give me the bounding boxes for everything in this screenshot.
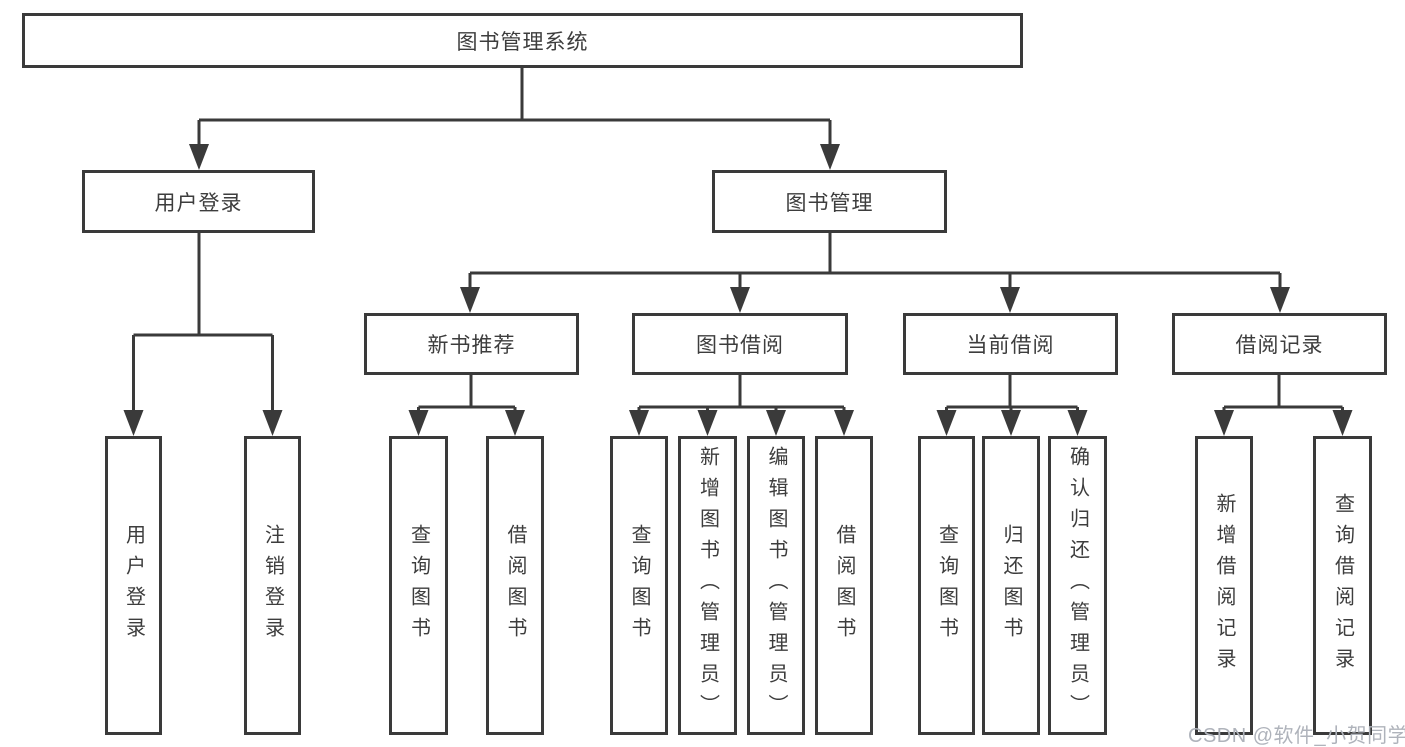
leaf-recommend-borrow-books: 借阅图书	[486, 436, 544, 735]
node-book-management-label: 图书管理	[785, 191, 874, 215]
leaf-add-book-admin-label: 新增图书（管理员）	[696, 446, 719, 725]
node-new-book-recommend-label: 新书推荐	[427, 334, 516, 357]
arrow-down-icon	[408, 410, 429, 436]
leaf-return-books-label: 归还图书	[1000, 523, 1022, 648]
arrow-down-icon	[697, 410, 718, 436]
arrow-down-icon	[834, 410, 854, 436]
leaf-add-borrow-record: 新增借阅记录	[1195, 436, 1253, 735]
leaf-edit-book-admin: 编辑图书（管理员）	[747, 436, 805, 735]
node-user-login-label: 用户登录	[154, 191, 243, 215]
leaf-recommend-borrow-books-label: 借阅图书	[504, 523, 526, 648]
leaf-user-login-label: 用户登录	[122, 523, 145, 648]
leaf-recommend-query-books: 查询图书	[389, 436, 448, 735]
arrow-down-icon	[1214, 410, 1234, 436]
arrow-down-icon	[820, 144, 840, 170]
leaf-borrowing-borrow-books-label: 借阅图书	[833, 523, 855, 648]
node-current-borrowing: 当前借阅	[903, 313, 1118, 375]
node-borrowing-records-label: 借阅记录	[1235, 334, 1324, 357]
arrow-down-icon	[730, 287, 750, 313]
csdn-watermark: CSDN @软件_小贺同学	[1188, 725, 1405, 747]
arrow-down-icon	[262, 410, 283, 436]
leaf-add-book-admin: 新增图书（管理员）	[678, 436, 737, 735]
arrow-down-icon	[1000, 287, 1020, 313]
arrow-down-icon	[189, 144, 209, 170]
leaf-confirm-return-admin-label: 确认归还（管理员）	[1066, 446, 1089, 725]
node-user-login: 用户登录	[82, 170, 315, 233]
node-book-borrowing: 图书借阅	[632, 313, 848, 375]
node-book-borrowing-label: 图书借阅	[696, 334, 784, 357]
leaf-borrowing-query-books-label: 查询图书	[628, 523, 650, 648]
node-current-borrowing-label: 当前借阅	[966, 334, 1055, 357]
leaf-logout: 注销登录	[244, 436, 301, 735]
arrow-down-icon	[629, 410, 649, 436]
leaf-query-borrow-record-label: 查询借阅记录	[1331, 492, 1354, 679]
node-new-book-recommend: 新书推荐	[364, 313, 579, 375]
leaf-add-borrow-record-label: 新增借阅记录	[1213, 492, 1235, 679]
arrow-down-icon	[1067, 410, 1088, 436]
arrow-down-icon	[766, 410, 786, 436]
arrow-down-icon	[1270, 287, 1290, 313]
leaf-borrowing-query-books: 查询图书	[610, 436, 668, 735]
leaf-return-books: 归还图书	[982, 436, 1040, 735]
leaf-user-login: 用户登录	[105, 436, 162, 735]
leaf-current-query-books-label: 查询图书	[935, 523, 958, 648]
arrow-down-icon	[123, 410, 144, 436]
leaf-query-borrow-record: 查询借阅记录	[1313, 436, 1372, 735]
node-root-label: 图书管理系统	[456, 30, 589, 54]
node-book-management: 图书管理	[712, 170, 947, 233]
leaf-borrowing-borrow-books: 借阅图书	[815, 436, 873, 735]
node-borrowing-records: 借阅记录	[1172, 313, 1387, 375]
arrow-down-icon	[1001, 410, 1021, 436]
arrow-down-icon	[1332, 410, 1353, 436]
arrow-down-icon	[505, 410, 525, 436]
leaf-logout-label: 注销登录	[261, 523, 284, 648]
leaf-current-query-books: 查询图书	[918, 436, 975, 735]
arrow-down-icon	[460, 287, 480, 313]
leaf-recommend-query-books-label: 查询图书	[407, 523, 430, 648]
leaf-edit-book-admin-label: 编辑图书（管理员）	[765, 446, 787, 725]
leaf-confirm-return-admin: 确认归还（管理员）	[1048, 436, 1107, 735]
arrow-down-icon	[936, 410, 957, 436]
node-root: 图书管理系统	[22, 13, 1023, 68]
